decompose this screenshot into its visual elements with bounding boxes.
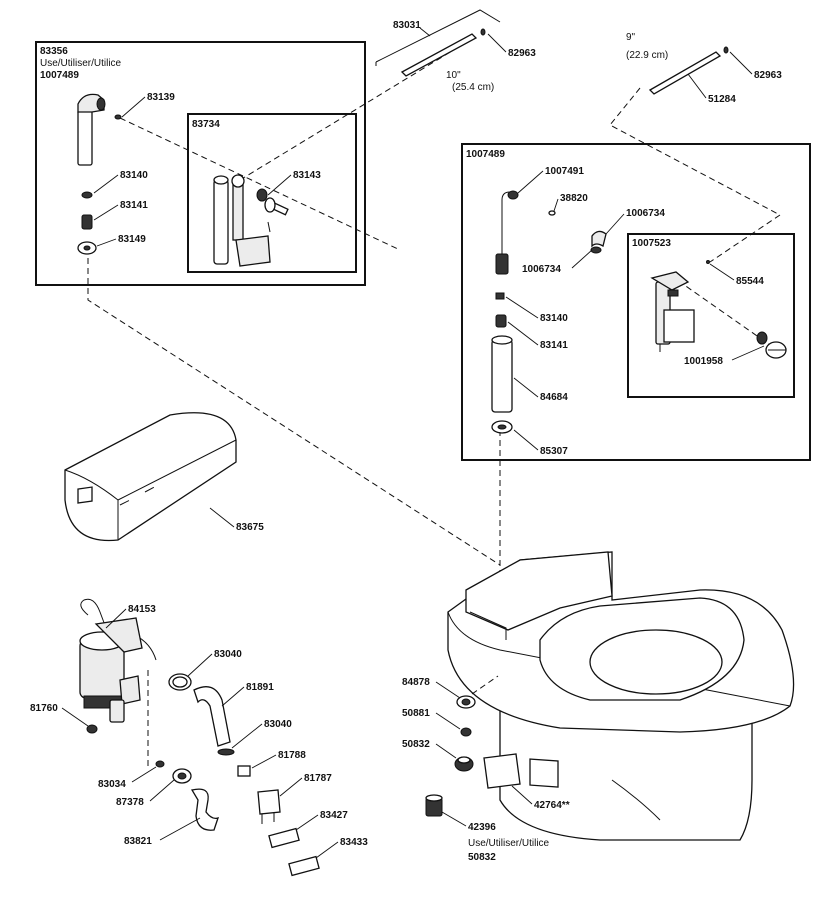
part-83433 (288, 855, 320, 877)
length-10in: 10" (446, 70, 461, 81)
kit-frame-1007489-border (461, 143, 811, 461)
callout-83140-left: 83140 (120, 170, 148, 181)
part-83141-right (495, 314, 507, 328)
callout-81891: 81891 (246, 682, 274, 693)
part-84684 (491, 335, 513, 413)
callout-42396-kit: 50832 (468, 852, 496, 863)
length-25cm: (25.4 cm) (452, 82, 494, 93)
part-81760 (86, 724, 98, 734)
part-83140-left (81, 191, 93, 199)
kit-frame-83356-border (35, 41, 366, 286)
part-83821-hose (190, 788, 220, 831)
part-81891-hose (193, 686, 231, 747)
callout-42396-use: Use/Utiliser/Utilice (468, 838, 550, 849)
callout-1007523: 1007523 (632, 238, 671, 249)
part-1007491 (495, 190, 519, 275)
part-1001958 (756, 331, 787, 359)
callout-83675: 83675 (236, 522, 264, 533)
callout-83427: 83427 (320, 810, 348, 821)
callout-84878: 84878 (402, 677, 430, 688)
part-82963-right (723, 46, 729, 54)
callout-84153: 84153 (128, 604, 156, 615)
part-83139 (114, 114, 122, 120)
part-38820 (548, 210, 556, 216)
callout-83821: 83821 (124, 836, 152, 847)
callout-83734: 83734 (192, 119, 220, 130)
hose-83031-group: 83031 82963 10" (25.4 cm) (375, 9, 536, 93)
callout-50832: 50832 (402, 739, 430, 750)
callout-83356-use: Use/Utiliser/Utilice (40, 58, 122, 69)
part-81788 (237, 765, 251, 777)
part-1006734 (590, 230, 607, 254)
callout-83149: 83149 (118, 234, 146, 245)
callout-83040-top: 83040 (214, 649, 242, 660)
callout-87378: 87378 (116, 797, 144, 808)
callout-83034: 83034 (98, 779, 126, 790)
part-42764 (483, 753, 521, 789)
callout-1006734-top: 1006734 (626, 208, 665, 219)
callout-42764: 42764** (534, 800, 570, 811)
callout-83031: 83031 (393, 20, 421, 31)
part-83149 (77, 241, 97, 255)
part-50881 (460, 727, 472, 737)
part-50832 (454, 756, 474, 772)
length-22cm: (22.9 cm) (626, 50, 668, 61)
callout-83141-left: 83141 (120, 200, 148, 211)
assembly-dashed-lines (87, 39, 781, 770)
kit-frame-83356: 83356 Use/Utiliser/Utilice 1007489 83139… (35, 41, 366, 286)
callout-83433: 83433 (340, 837, 368, 848)
callout-84684: 84684 (540, 392, 568, 403)
callout-83040-bottom: 83040 (264, 719, 292, 730)
part-84153-pump: 84153 (79, 598, 157, 723)
callout-83356: 83356 (40, 46, 68, 57)
kit-frame-83734-border (187, 113, 357, 273)
part-83140-right (495, 292, 505, 300)
callout-81760: 81760 (30, 703, 58, 714)
callout-1001958: 1001958 (684, 356, 723, 367)
part-83034 (155, 760, 165, 768)
callout-83143: 83143 (293, 170, 321, 181)
part-81787 (257, 789, 281, 824)
callout-1007489: 1007489 (466, 149, 505, 160)
callout-51284: 51284 (708, 94, 736, 105)
callout-81788: 81788 (278, 750, 306, 761)
callout-82963-right: 82963 (754, 70, 782, 81)
callout-83140-right: 83140 (540, 313, 568, 324)
part-87378-clamp (172, 768, 192, 784)
callout-83141-right: 83141 (540, 340, 568, 351)
fill-valve-tube-part (77, 93, 106, 166)
length-9in: 9" (626, 32, 636, 43)
part-83040-top-clamp (168, 673, 192, 691)
part-83427 (268, 827, 300, 849)
part-83141-left (81, 214, 93, 230)
callout-42396: 42396 (468, 822, 496, 833)
part-42396 (425, 794, 443, 817)
part-85544 (706, 260, 710, 264)
fill-valve-part-1007523 (650, 271, 695, 352)
callout-38820: 38820 (560, 193, 588, 204)
part-84878 (456, 695, 476, 709)
flush-valve-part-83734 (213, 174, 271, 267)
callout-85544: 85544 (736, 276, 764, 287)
part-82963-top (480, 28, 486, 36)
callout-1006734-bottom: 1006734 (522, 264, 561, 275)
callout-83139: 83139 (147, 92, 175, 103)
part-83675-cover: 83675 (64, 412, 264, 542)
kit-frame-1007489: 1007489 1007491 38820 1006734 1006734 83 (461, 143, 811, 461)
part-83143 (256, 188, 289, 216)
callout-50881: 50881 (402, 708, 430, 719)
part-85307 (491, 420, 513, 434)
callout-1007491: 1007491 (545, 166, 584, 177)
callout-83356-kit: 1007489 (40, 70, 79, 81)
hose-51284-group: 9" (22.9 cm) 82963 51284 (626, 32, 782, 105)
toilet-body (447, 551, 795, 841)
part-83040-bottom-clamp (217, 748, 235, 756)
kit-frame-1007523-border (627, 233, 795, 398)
callout-85307: 85307 (540, 446, 568, 457)
callout-81787: 81787 (304, 773, 332, 784)
callout-82963-top: 82963 (508, 48, 536, 59)
